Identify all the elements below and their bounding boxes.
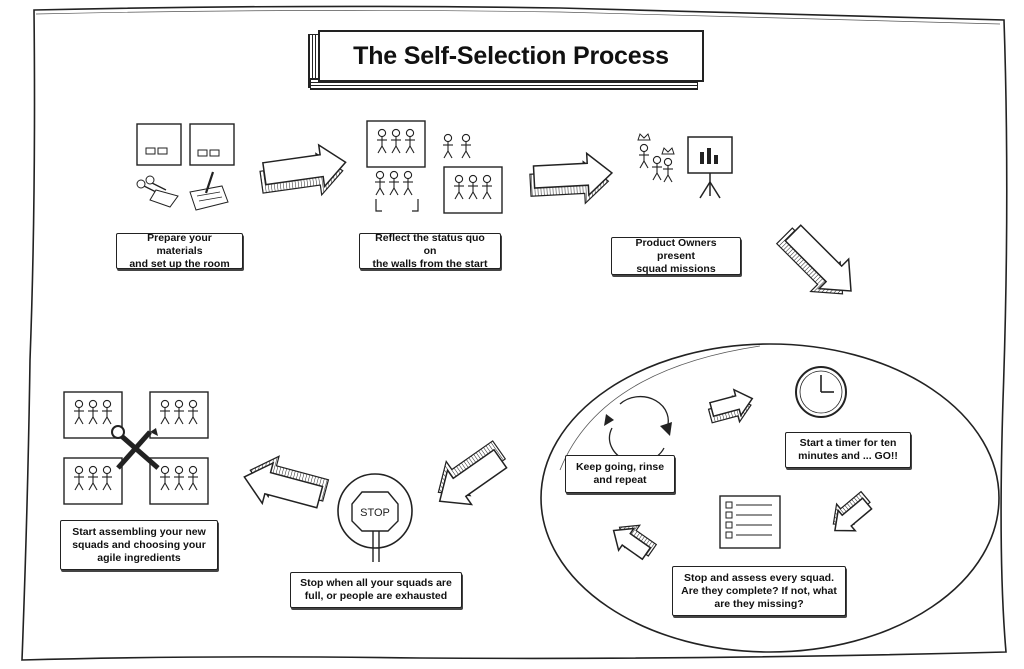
step-label-assemble: Start assembling your new squads and cho… (60, 520, 218, 570)
step-label-present: Product Owners present squad missions (611, 237, 741, 275)
step-label-repeat: Keep going, rinse and repeat (565, 455, 675, 493)
presentation-illustration (637, 133, 733, 199)
presentation-icon (687, 136, 733, 199)
tools-icon (111, 425, 160, 470)
clock-icon (795, 366, 847, 418)
stop-sign-text: STOP (360, 507, 390, 519)
outer-frame (21, 5, 1008, 661)
stop-sign-icon: STOP (337, 473, 413, 562)
arrow-icon (832, 490, 873, 532)
prepare-illustration (136, 123, 235, 211)
iteration-ellipse (540, 343, 1000, 653)
arrow-icon (612, 524, 658, 561)
arrow-icon (259, 143, 347, 197)
arrow-icon (529, 151, 614, 205)
reflect-illustration (367, 121, 502, 213)
checklist-icon (719, 495, 781, 549)
pen-icon (189, 171, 229, 211)
step-label-stop: Stop when all your squads are full, or p… (290, 572, 462, 608)
page-title: The Self-Selection Process (318, 30, 704, 82)
arrow-icon (707, 388, 754, 424)
step-label-reflect: Reflect the status quo on the walls from… (359, 232, 501, 270)
cycle-icon (604, 395, 672, 464)
step-label-timer: Start a timer for ten minutes and ... GO… (785, 432, 911, 468)
title-banner: The Self-Selection Process (308, 30, 704, 90)
scissors-icon (136, 175, 179, 208)
step-label-assess: Stop and assess every squad. Are they co… (672, 566, 846, 616)
arrow-icon (775, 224, 852, 295)
arrow-icon (243, 455, 330, 509)
step-label-prepare: Prepare your materials and set up the ro… (116, 232, 243, 270)
arrow-icon (437, 440, 508, 506)
assemble-illustration (64, 392, 208, 504)
